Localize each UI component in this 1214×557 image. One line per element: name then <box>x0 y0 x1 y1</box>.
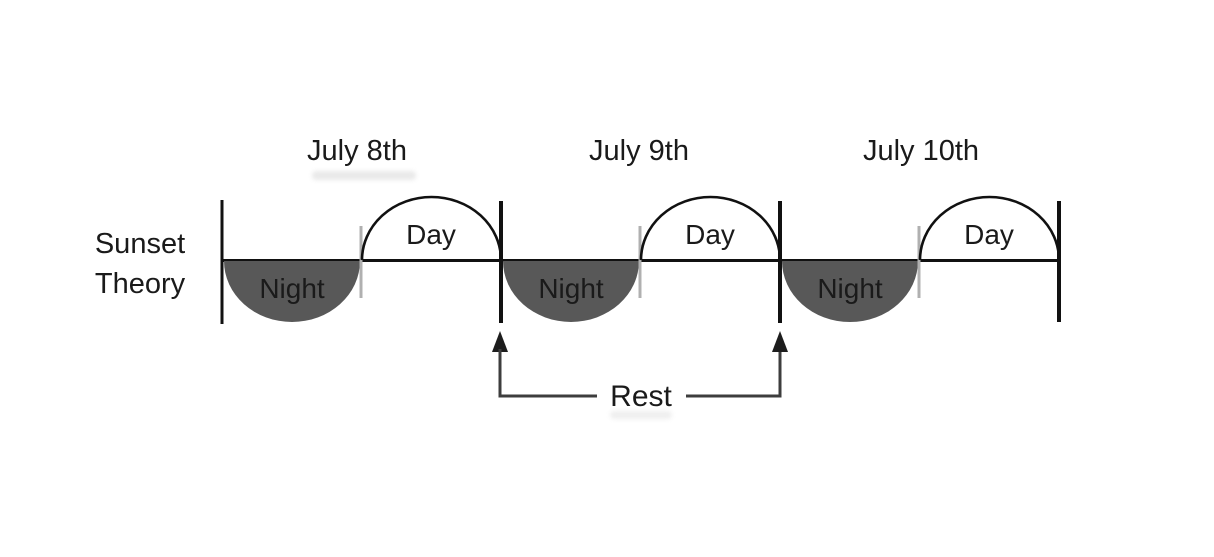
rest-label: Rest <box>610 380 672 413</box>
night-label: Night <box>817 273 883 304</box>
night-semicircle <box>503 261 639 322</box>
day-block-july-10: July 10th Night Day <box>782 135 1061 322</box>
day-label: Day <box>406 219 456 250</box>
day-label: Day <box>964 219 1014 250</box>
artifact-smudge <box>610 411 672 419</box>
night-semicircle <box>224 261 360 322</box>
rest-connector-left <box>498 349 597 398</box>
theory-label-line2: Theory <box>95 268 186 300</box>
day-title: July 10th <box>863 135 979 167</box>
up-arrow-icon <box>492 331 508 352</box>
rest-connector-right <box>686 349 782 398</box>
day-block-july-8: July 8th Night Day <box>224 135 503 322</box>
night-semicircle <box>782 261 918 322</box>
day-block-july-9: July 9th Night Day <box>503 135 782 322</box>
artifact-smudge <box>312 171 416 180</box>
day-label: Day <box>685 219 735 250</box>
theory-label: Sunset Theory <box>95 228 186 300</box>
day-title: July 8th <box>307 135 407 167</box>
theory-label-line1: Sunset <box>95 228 185 260</box>
day-arc <box>360 195 503 261</box>
up-arrow-icon <box>772 331 788 352</box>
night-label: Night <box>259 273 325 304</box>
rest-annotation: Rest <box>492 331 788 413</box>
night-label: Night <box>538 273 604 304</box>
day-arc <box>918 195 1061 261</box>
day-arc <box>639 195 782 261</box>
day-title: July 9th <box>589 135 689 167</box>
